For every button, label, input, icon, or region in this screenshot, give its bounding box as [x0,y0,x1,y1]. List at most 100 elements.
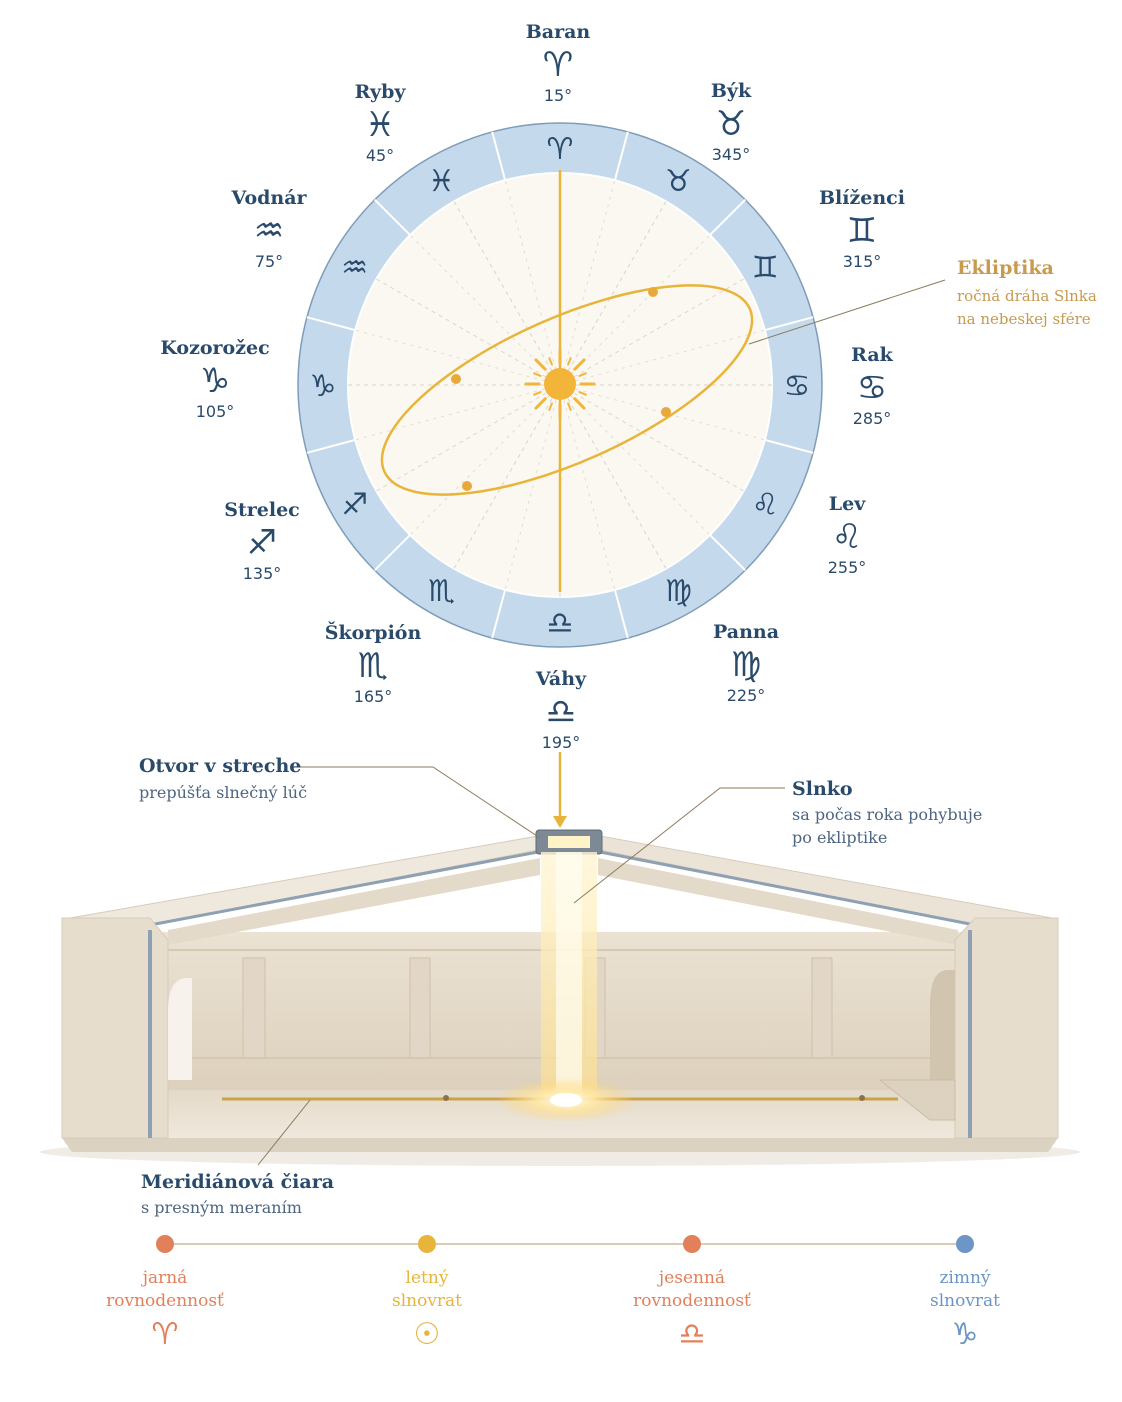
lev-icon: ♌ [832,517,862,557]
sunbeam-arrow [553,752,567,828]
pilaster [811,957,833,1059]
sky-spoke [504,180,561,386]
meridian-title: Meridiánová čiara [141,1171,334,1193]
ring-divider [764,316,814,332]
ring-divider [709,199,746,236]
sky-spoke [559,384,616,590]
right-end-wall [954,917,1059,1139]
sunlight-beam-core [556,852,582,1102]
timeline-label-1: jesenná [657,1268,725,1288]
vodnar-icon: ♒ [254,211,284,251]
sign-degree: 165° [354,687,393,706]
ring-dividers [306,131,814,639]
ring-divider [613,589,629,639]
ryby-ring-icon: ♓ [428,164,455,199]
ecliptic-callout: Ekliptika ročná dráha Slnka na nebeskej … [748,257,1097,345]
sign-label-strelec: Strelec♐135° [224,499,299,583]
meridian-subtitle: s presným meraním [141,1198,302,1217]
rak-icon: ♋ [857,368,887,408]
ecliptic-point-icon [451,374,461,384]
roof-opening-subtitle: prepúšťa slnečný lúč [139,783,307,802]
timeline-label-2: slnovrat [930,1291,1000,1311]
sign-label-lev: Lev♌255° [828,493,867,577]
roof-opening-callout: Otvor v streche prepúšťa slnečný lúč [139,755,541,839]
blizenci-icon: ♊ [847,211,877,251]
byk-ring-icon: ♉ [665,164,692,199]
sun-callout: Slnko sa počas roka pohybuje po ekliptik… [573,778,982,904]
sign-name: Blíženci [819,187,905,209]
roof-opening-title: Otvor v streche [139,755,301,777]
blizenci-ring-icon: ♊ [752,251,779,286]
ecliptic-ellipse [380,284,754,496]
sign-degree: 195° [542,733,581,752]
ring-divider [491,131,507,181]
sign-degree: 105° [196,402,235,421]
sun-icon [524,348,596,420]
sign-degree: 225° [727,686,766,705]
sky-spoke [376,278,561,386]
vahy-icon: ♎ [546,692,576,732]
ceiling-left [168,858,540,945]
season-timeline: jarnárovnodennosť♈letnýslnovrat☉jesennár… [106,1235,1000,1352]
zodiac-wheel: ♈♉♊♋♌♍♎♏♐♑♒♓ [297,122,823,648]
ring-glyphs: ♈♉♊♋♌♍♎♏♐♑♒♓ [310,132,811,641]
strelec-icon: ♐ [247,523,277,563]
timeline-dot [956,1235,974,1253]
sky-spoke [355,384,561,441]
timeline-dot [683,1235,701,1253]
panna-ring-icon: ♍ [665,574,692,609]
pilaster [409,957,431,1059]
sign-label-rak: Rak♋285° [851,344,894,428]
ring-divider [374,199,411,236]
roof-opening-leader-line [300,766,541,839]
sky-spoke [376,384,561,492]
sky-spoke [559,329,765,386]
sign-label-blizenci: Blíženci♊315° [819,187,905,271]
sign-degree: 255° [828,558,867,577]
sign-label-ryby: Ryby♓45° [355,81,407,165]
ring-divider [709,534,746,571]
ecliptic-point-icon [648,287,658,297]
baran-icon: ♈ [543,45,573,85]
sign-degree: 75° [255,252,283,271]
timeline-icon: ♑ [952,1317,979,1352]
ring-divider [306,438,356,454]
sign-degree: 345° [712,145,751,164]
ryby-icon: ♓ [365,105,395,145]
ecliptic-title: Ekliptika [957,257,1054,279]
timeline-icon: ♎ [679,1317,706,1352]
timeline-icon: ☉ [414,1317,441,1352]
building-cross-section [40,829,1080,1166]
ring-divider [764,438,814,454]
sign-degree: 135° [243,564,282,583]
strelec-ring-icon: ♐ [341,488,368,523]
vahy-ring-icon: ♎ [547,606,574,641]
roof-section-left [149,850,539,927]
sign-name: Strelec [224,499,299,521]
lev-ring-icon: ♌ [752,488,779,523]
ring-divider [306,316,356,332]
left-arch-doorway [168,978,192,1080]
steps [878,1079,956,1121]
sign-name: Panna [713,621,779,643]
pilaster [242,957,266,1059]
right-arch-doorway [930,970,955,1080]
sign-degree: 315° [843,252,882,271]
sign-degree: 285° [853,409,892,428]
sign-name: Škorpión [325,621,422,644]
ring-divider [374,534,411,571]
roof-section-right [599,850,976,927]
sign-name: Váhy [535,668,587,690]
panna-icon: ♍ [731,645,761,685]
sign-label-baran: Baran♈15° [526,21,591,105]
left-end-wall [61,917,169,1139]
sign-name: Býk [711,80,752,102]
sign-label-vahy: Váhy♎195° [535,668,587,752]
skorpion-ring-icon: ♏ [428,574,455,609]
inner-spokes [348,173,772,597]
sign-label-kozorozec: Kozorožec♑105° [160,337,269,421]
sky-spoke [355,329,561,386]
sky-spoke [559,384,711,536]
